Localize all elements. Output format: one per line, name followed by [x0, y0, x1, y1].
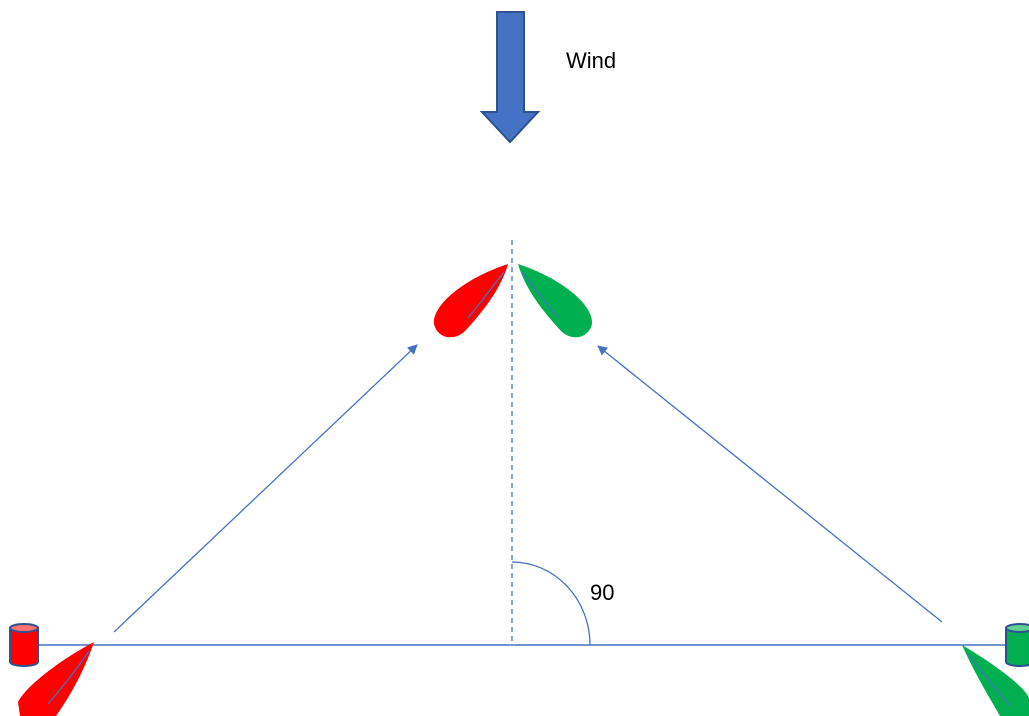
wind-arrow [479, 11, 541, 144]
wind-label: Wind [566, 48, 616, 73]
green-boat-bottom [962, 645, 1029, 716]
red-boat-top [433, 264, 508, 338]
port-course-arrow [113, 344, 418, 633]
green-buoy [1005, 623, 1029, 667]
red-boat-bottom [18, 642, 94, 716]
angle-label: 90 [590, 580, 614, 605]
red-buoy [9, 623, 39, 667]
right-angle-arc [511, 561, 591, 646]
starboard-course-arrow [597, 345, 943, 623]
green-boat-top [518, 264, 593, 338]
